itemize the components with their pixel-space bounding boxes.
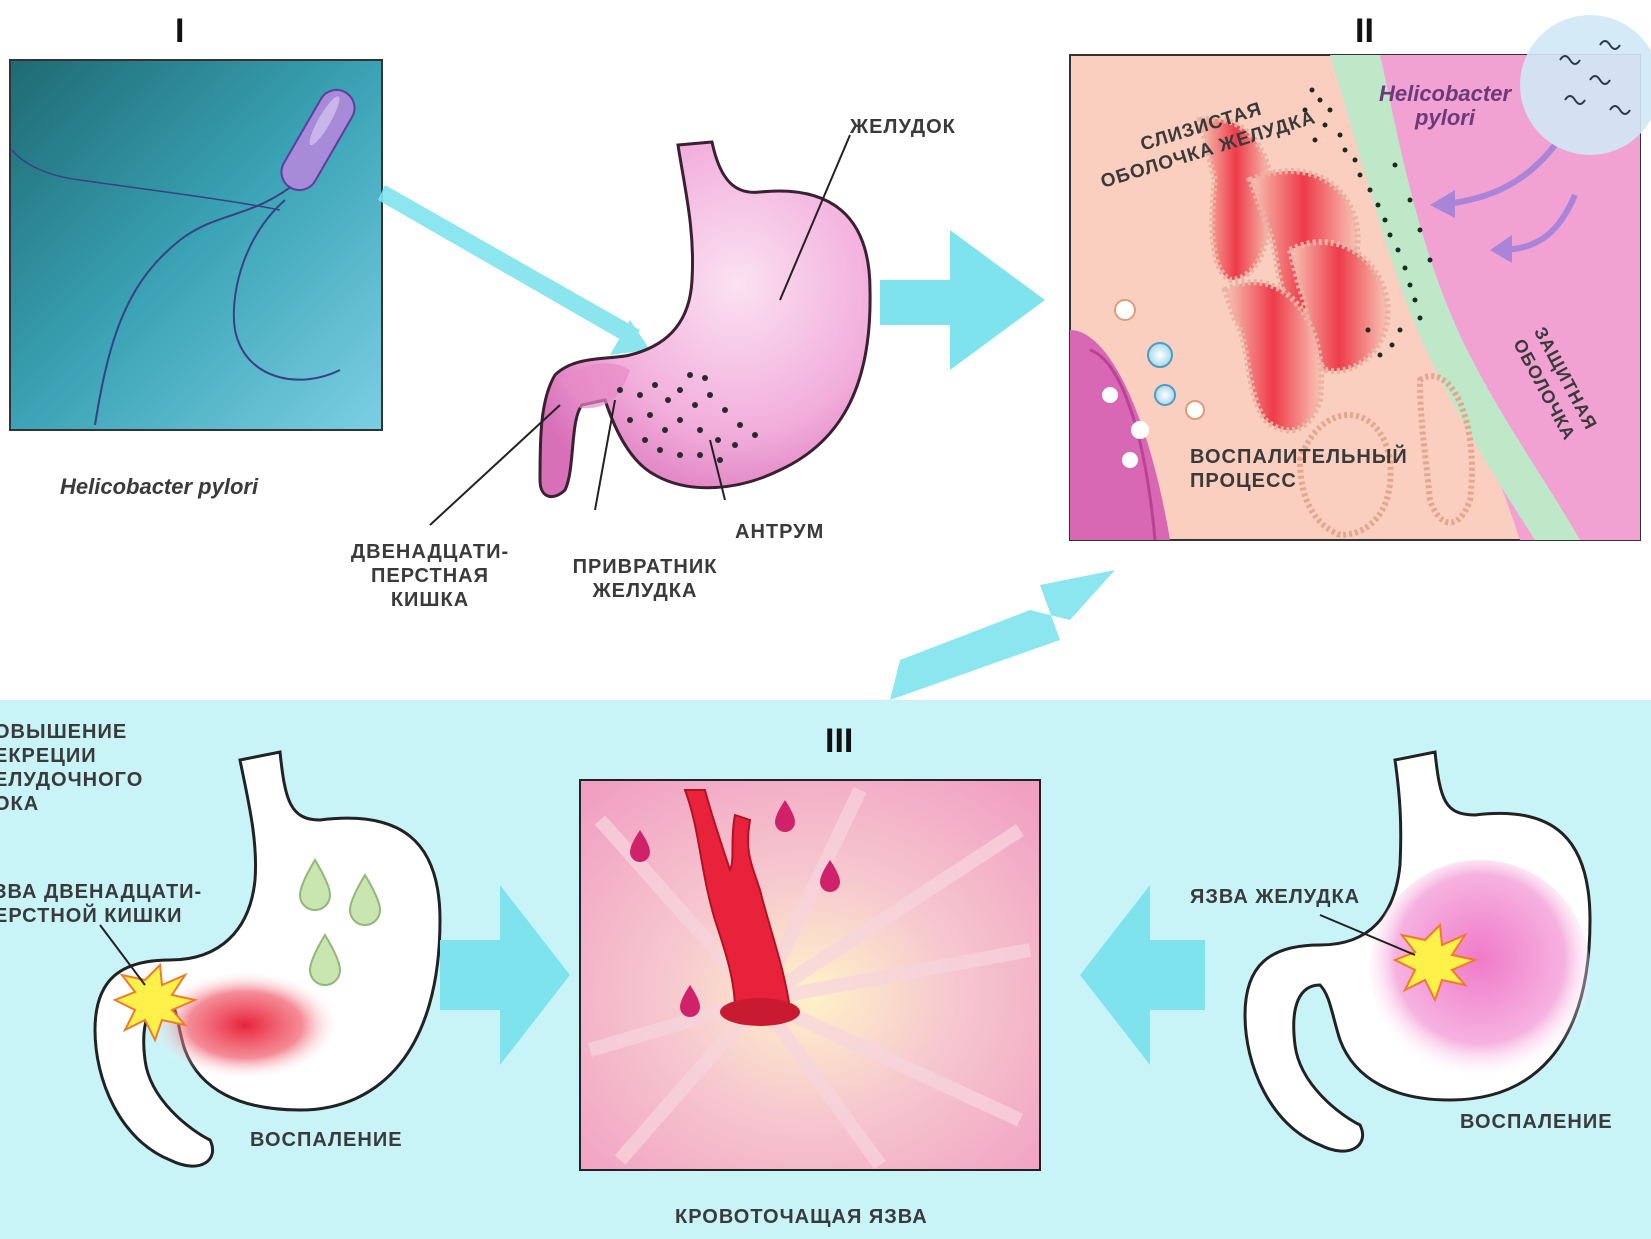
gastric-ulcer-label: ЯЗВА ЖЕЛУДКА: [1190, 885, 1360, 909]
duodenal-ulcer-label: ЗВА ДВЕНАДЦАТИ- ЕРСТНОЙ КИШКИ: [0, 880, 202, 928]
right-inflammation-label: ВОСПАЛЕНИЕ: [1460, 1110, 1613, 1134]
left-inflammation-label: ВОСПАЛЕНИЕ: [250, 1128, 403, 1152]
antrum-label: АНТРУМ: [735, 520, 824, 544]
stomach-illustration: [430, 135, 870, 525]
stage-1-numeral: I: [175, 12, 184, 51]
duodenum-label: ДВЕНАДЦАТИ- ПЕРСТНАЯ КИШКА: [330, 540, 530, 612]
secretion-label: ОВЫШЕНИЕ ЕКРЕЦИИ ЕЛУДОЧНОГО ОКА: [0, 720, 143, 816]
stage-3-numeral: III: [825, 722, 853, 761]
bleeding-ulcer-label: КРОВОТОЧАЩАЯ ЯЗВА: [675, 1205, 928, 1229]
arrow-to-stomach: [378, 185, 650, 355]
bacterium-caption: Helicobacter pylori: [60, 475, 258, 499]
pylorus-label: ПРИВРАТНИК ЖЕЛУДКА: [545, 555, 745, 603]
arrow-stage1-to-2: [880, 230, 1045, 370]
secretion-label-clip: ОВЫШЕНИЕ ЕКРЕЦИИ ЕЛУДОЧНОГО ОКА: [0, 720, 210, 840]
bacterium-micrograph: [10, 60, 382, 430]
arrow-stage2-to-3: [890, 570, 1115, 700]
bleeding-ulcer-panel: [580, 780, 1040, 1170]
stomach-label: ЖЕЛУДОК: [850, 115, 956, 139]
stage-2-numeral: II: [1355, 12, 1374, 51]
bacteria-label: Helicobacter pylori: [1355, 82, 1535, 130]
duodenal-ulcer-label-clip: ЗВА ДВЕНАДЦАТИ- ЕРСТНОЙ КИШКИ: [0, 880, 260, 940]
inflammation-process-label: ВОСПАЛИТЕЛЬНЫЙ ПРОЦЕСС: [1190, 445, 1408, 493]
